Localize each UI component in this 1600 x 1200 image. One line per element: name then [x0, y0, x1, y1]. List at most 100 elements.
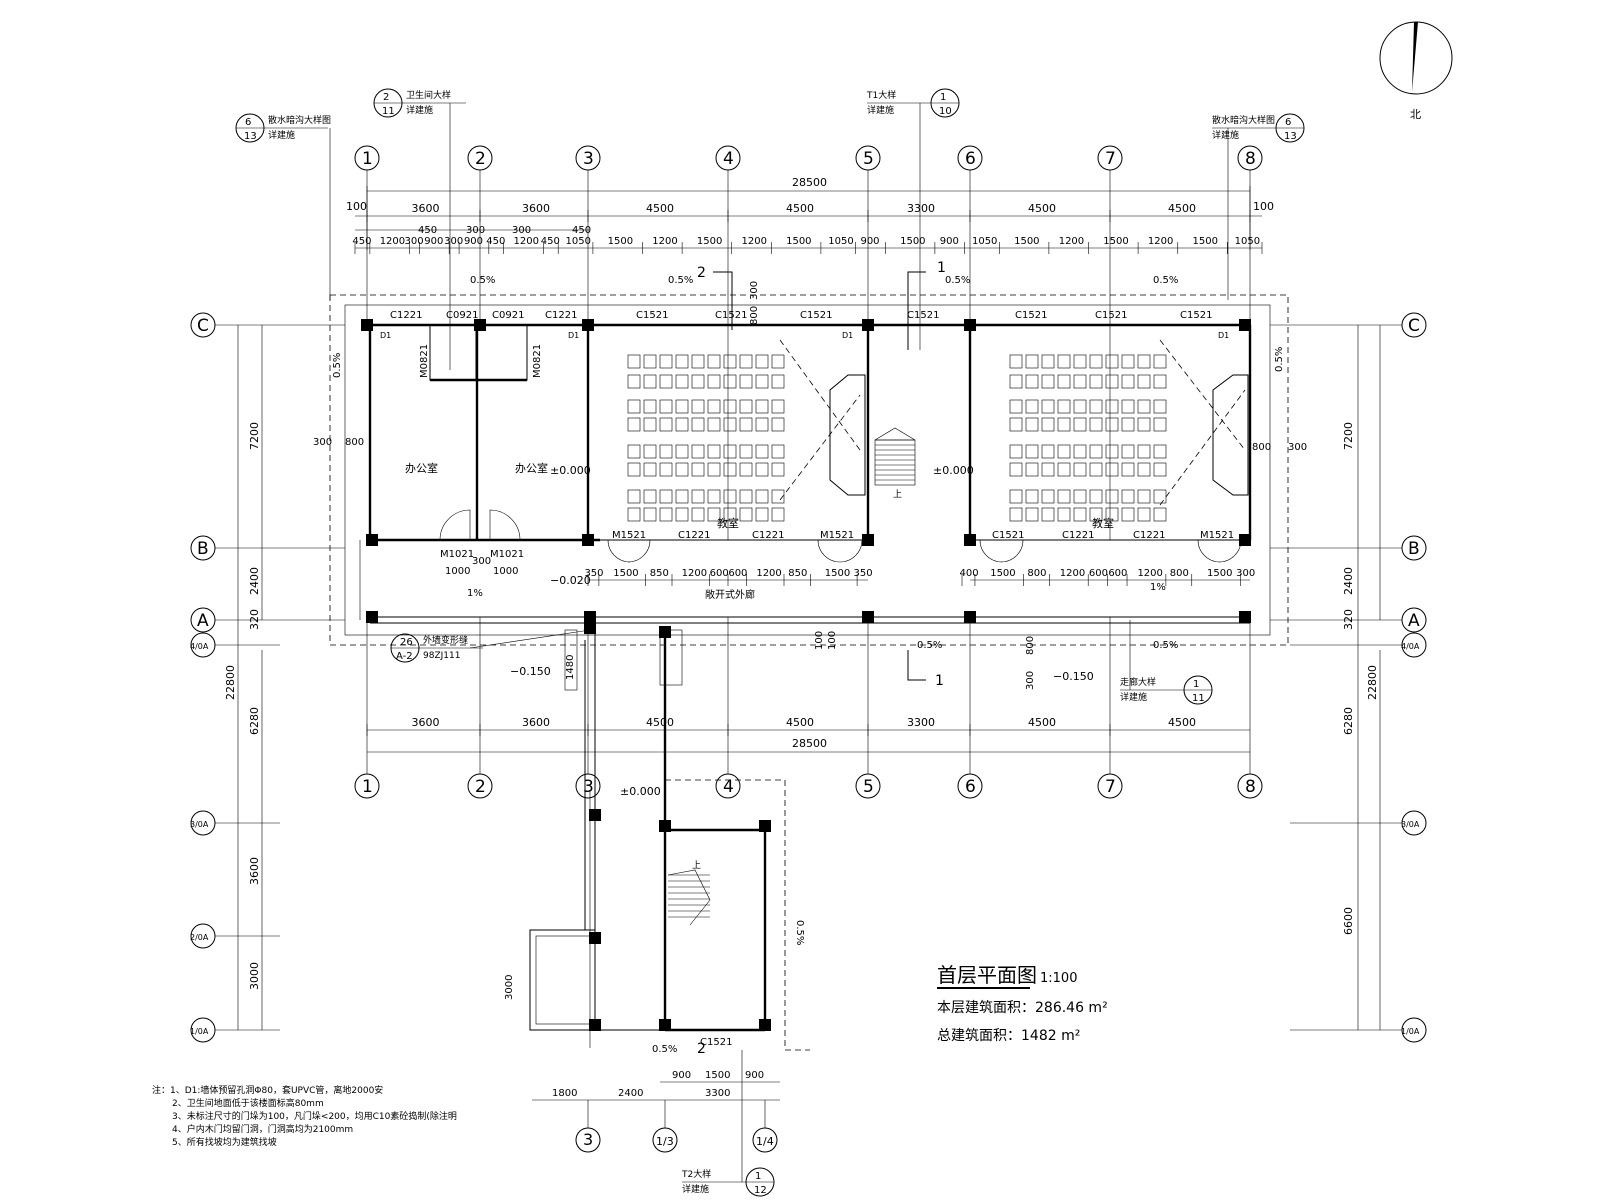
- grid-label-sub-right: 1/0A: [1401, 1027, 1420, 1036]
- win-top-8: C1521: [1015, 310, 1047, 321]
- desk: [691, 507, 705, 522]
- desk: [643, 444, 657, 459]
- dim-misc-3000: 3000: [504, 975, 515, 1000]
- desk: [1153, 507, 1167, 522]
- win-corr-2: C1221: [752, 530, 784, 541]
- drawing-scale: 1:100: [1040, 971, 1077, 986]
- callout-title: T2大样: [681, 1168, 711, 1180]
- dim-detail-top: 1200: [742, 236, 767, 247]
- desk: [675, 462, 689, 477]
- desk: [1009, 354, 1023, 369]
- desk: [1089, 374, 1103, 389]
- grid-label-sub: 1/4: [756, 1135, 774, 1148]
- desk: [1089, 399, 1103, 414]
- desk: [1121, 444, 1135, 459]
- right-dimensions: 7200 2400 320 22800 6280 6600: [1342, 325, 1381, 1030]
- dim-detail-top: 900: [424, 236, 443, 247]
- grid-label-sub-left: 2/0A: [190, 933, 209, 942]
- grid-label-top: 6: [965, 149, 976, 169]
- desk: [1121, 507, 1135, 522]
- desk: [1105, 354, 1119, 369]
- dim-corridor: 1500: [825, 568, 850, 579]
- dim-left-6280: 6280: [248, 707, 261, 735]
- desk: [1041, 354, 1055, 369]
- desk: [643, 462, 657, 477]
- grid-label-row-right: B: [1408, 539, 1420, 559]
- desk: [1105, 399, 1119, 414]
- desk: [755, 354, 769, 369]
- level-1: ±0.000: [933, 464, 974, 477]
- desk: [1057, 399, 1071, 414]
- desk: [643, 399, 657, 414]
- desk: [707, 489, 721, 504]
- desk: [755, 417, 769, 432]
- dim-stair-900b: 900: [745, 1070, 764, 1081]
- callout-num: 1: [940, 92, 946, 103]
- slope-6: 0.5%: [652, 1044, 677, 1055]
- desk: [755, 489, 769, 504]
- desk: [675, 374, 689, 389]
- dim-detail-top: 1050: [972, 236, 997, 247]
- column: [964, 319, 976, 331]
- desk: [643, 507, 657, 522]
- desk: [1121, 417, 1135, 432]
- desk: [1137, 354, 1151, 369]
- desk: [659, 374, 673, 389]
- drawing-title: 首层平面图: [937, 963, 1037, 987]
- desk: [771, 354, 785, 369]
- desk: [723, 462, 737, 477]
- win-corr-1: C1221: [678, 530, 710, 541]
- dim-corridor: 1500: [613, 568, 638, 579]
- desk: [1009, 507, 1023, 522]
- level-2: ±0.000: [620, 785, 661, 798]
- dim-detail-top: 1200: [380, 236, 405, 247]
- win-top-7: C1521: [907, 310, 939, 321]
- column: [759, 1019, 771, 1031]
- desk: [691, 354, 705, 369]
- column: [1239, 534, 1251, 546]
- grid-label-top: 1: [362, 149, 373, 169]
- dim-corridor: 1200: [1137, 568, 1162, 579]
- dim-edge-right: 100: [1253, 200, 1274, 213]
- desk: [675, 399, 689, 414]
- column: [1239, 319, 1251, 331]
- desk: [755, 462, 769, 477]
- dim-misc-1480: 1480: [565, 655, 576, 680]
- desk: [659, 399, 673, 414]
- dim-bay-bottom: 3300: [907, 716, 935, 729]
- dim-misc-800a: 800: [345, 437, 364, 448]
- slope-1: 0.5%: [668, 275, 693, 286]
- desk: [691, 444, 705, 459]
- grid-label-bottom: 4: [723, 777, 734, 797]
- callout-num: 1: [1193, 679, 1199, 690]
- desk: [627, 489, 641, 504]
- desk: [1025, 399, 1039, 414]
- column: [659, 820, 671, 832]
- desk: [1089, 507, 1103, 522]
- desk: [1073, 507, 1087, 522]
- win-corr-4: C1521: [992, 530, 1024, 541]
- callout-title: 走廊大样: [1120, 676, 1156, 688]
- column: [659, 1019, 671, 1031]
- win-top-2: C0921: [492, 310, 524, 321]
- grid-label-bottom: 8: [1245, 777, 1256, 797]
- dim-misc-800d: 800: [1025, 636, 1036, 655]
- desk: [1025, 462, 1039, 477]
- desk: [1105, 507, 1119, 522]
- callout-sub: 详建施: [867, 104, 894, 116]
- desk: [1073, 462, 1087, 477]
- desk: [659, 417, 673, 432]
- desk: [1057, 489, 1071, 504]
- desk: [723, 354, 737, 369]
- dim-corridor: 350: [854, 568, 873, 579]
- dim-corridor: 400: [959, 568, 978, 579]
- dim-detail-top: 450: [352, 236, 371, 247]
- desk: [771, 489, 785, 504]
- dim-detail-top: 1050: [1235, 236, 1260, 247]
- dim-detail-top: 1200: [514, 236, 539, 247]
- callout-sub: 详建施: [1120, 691, 1147, 703]
